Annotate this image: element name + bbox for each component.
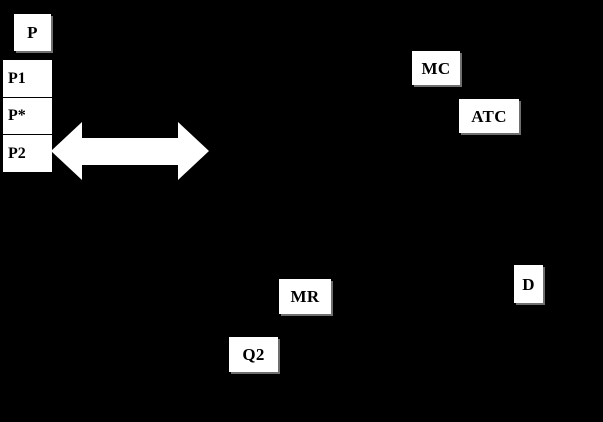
curve-label-d: D (514, 265, 543, 303)
curve-label-mc: MC (412, 51, 460, 85)
price-level-pstar: P* (3, 97, 52, 134)
quantity-label-q2: Q2 (229, 337, 278, 372)
price-level-p1: P1 (3, 60, 52, 97)
price-level-p2: P2 (3, 134, 52, 172)
price-level-stack: P1 P* P2 (3, 60, 52, 172)
double-headed-arrow-icon (51, 122, 209, 180)
price-axis-label: P (14, 14, 51, 51)
curve-label-atc: ATC (459, 99, 519, 133)
curve-label-mr: MR (279, 279, 331, 314)
double-headed-arrow (51, 120, 209, 184)
